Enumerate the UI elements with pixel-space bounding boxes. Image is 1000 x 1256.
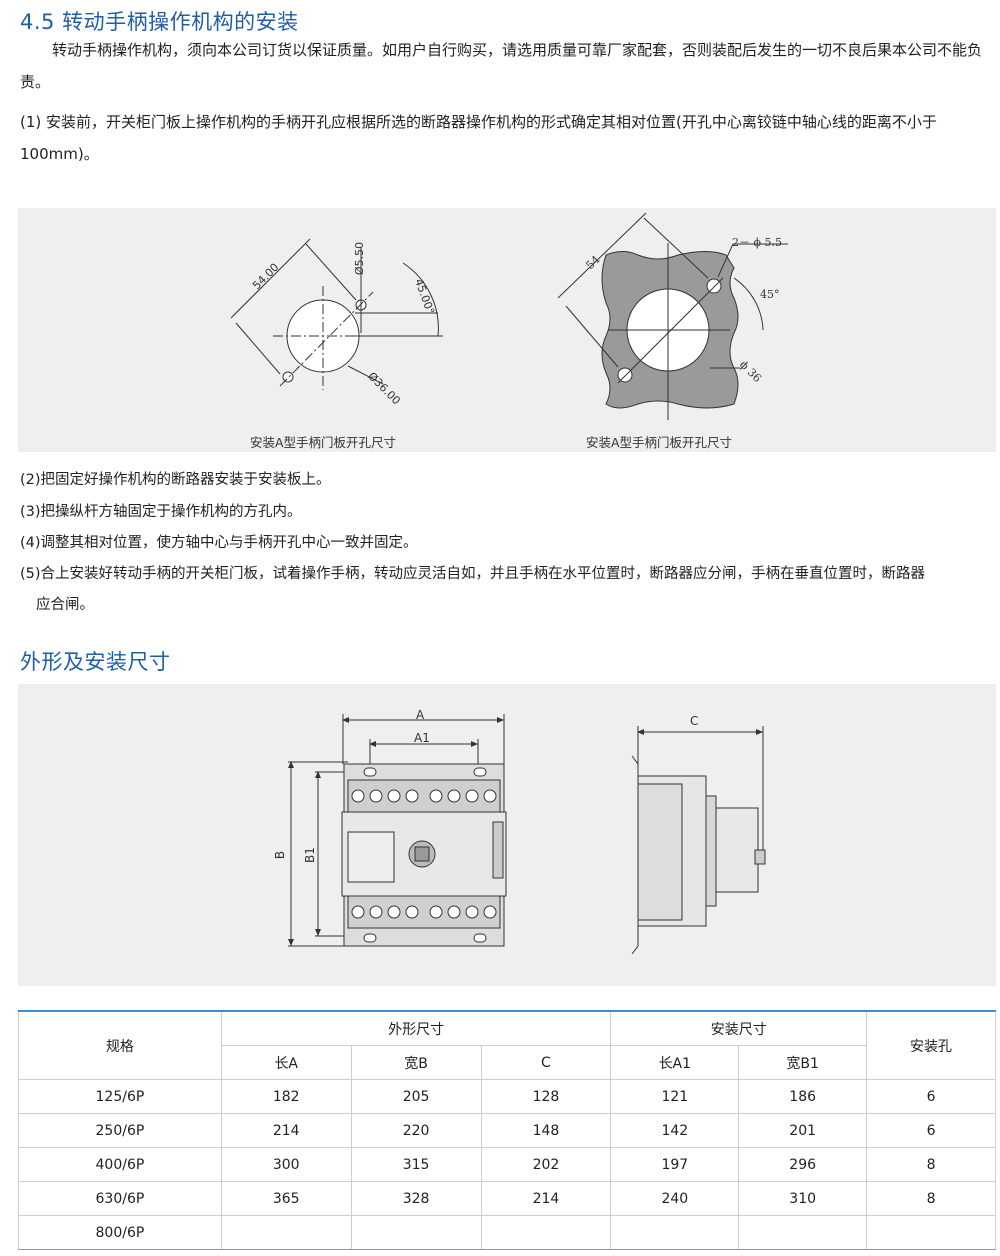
table-cell: 315 xyxy=(350,1147,482,1182)
table-cell: 214 xyxy=(220,1113,352,1148)
step-3: (3)把操纵杆方轴固定于操作机构的方孔内。 xyxy=(20,504,302,520)
table-cell: 201 xyxy=(738,1113,868,1148)
table-cell: 128 xyxy=(480,1079,612,1114)
subheader-length-a1: 长A1 xyxy=(610,1045,740,1080)
right-cutout-drawing xyxy=(557,212,788,420)
step-5: (5)合上安装好转动手柄的开关柜门板，试着操作手柄，转动应灵活自如，并且手柄在水… xyxy=(20,566,926,582)
side-view xyxy=(631,726,766,955)
step-2: (2)把固定好操作机构的断路器安装于安装板上。 xyxy=(20,472,331,488)
header-holes: 安装孔 xyxy=(866,1010,996,1080)
subheader-width-b1: 宽B1 xyxy=(738,1045,868,1080)
step-5-continued: 应合闸。 xyxy=(36,597,94,613)
table-cell: 220 xyxy=(350,1113,482,1148)
subheader-length-a: 长A xyxy=(220,1045,352,1080)
dim-label-a1: A1 xyxy=(414,731,430,745)
table-cell: 296 xyxy=(738,1147,868,1182)
dim-label-c: C xyxy=(690,714,699,728)
table-cell: 328 xyxy=(350,1181,482,1216)
header-mount-dims: 安装尺寸 xyxy=(610,1010,868,1046)
table-cell xyxy=(480,1215,612,1250)
door-cutout-drawings xyxy=(230,212,788,420)
right-dim-angle: 45° xyxy=(760,288,780,301)
header-spec: 规格 xyxy=(18,1010,222,1080)
table-cell: 310 xyxy=(738,1181,868,1216)
table-cell: 197 xyxy=(610,1147,740,1182)
dim-label-b1: B1 xyxy=(302,847,317,863)
left-cutout-drawing xyxy=(230,238,443,390)
table-cell: 142 xyxy=(610,1113,740,1148)
outline-figure: A A1 B B1 C xyxy=(18,684,996,986)
dim-label-b: B xyxy=(273,850,288,860)
dim-label-a: A xyxy=(416,708,425,722)
table-cell: 6 xyxy=(866,1113,996,1148)
table-cell xyxy=(350,1215,482,1250)
left-dim-hole: Ø5.50 xyxy=(353,241,367,276)
section2-title: 外形及安装尺寸 xyxy=(20,650,171,674)
table-cell: 6 xyxy=(866,1079,996,1114)
header-outer-dims: 外形尺寸 xyxy=(220,1010,612,1046)
table-cell: 630/6P xyxy=(18,1181,222,1216)
table-cell: 202 xyxy=(480,1147,612,1182)
intro-paragraph: 转动手柄操作机构，须向本公司订货以保证质量。如用户自行购买，请选用质量可靠厂家配… xyxy=(20,41,983,91)
left-caption: 安装A型手柄门板开孔尺寸 xyxy=(250,435,397,450)
table-cell xyxy=(866,1215,996,1250)
table-cell: 400/6P xyxy=(18,1147,222,1182)
table-cell: 250/6P xyxy=(18,1113,222,1148)
table-cell xyxy=(738,1215,868,1250)
table-cell: 121 xyxy=(610,1079,740,1114)
front-view xyxy=(341,763,507,947)
outline-drawings xyxy=(288,714,766,955)
step-4: (4)调整其相对位置，使方轴中心与手柄开孔中心一致并固定。 xyxy=(20,535,418,551)
table-cell: 8 xyxy=(866,1181,996,1216)
table-cell: 365 xyxy=(220,1181,352,1216)
table-cell: 125/6P xyxy=(18,1079,222,1114)
table-cell: 300 xyxy=(220,1147,352,1182)
subheader-c: C xyxy=(480,1045,612,1080)
subheader-width-b: 宽B xyxy=(350,1045,482,1080)
table-cell: 148 xyxy=(480,1113,612,1148)
door-cutout-figure: 54.00 Ø5.50 45.00° Ø36.00 安装A型手柄门板开孔尺寸 5… xyxy=(18,208,996,452)
table-cell: 182 xyxy=(220,1079,352,1114)
table-cell: 205 xyxy=(350,1079,482,1114)
table-cell: 800/6P xyxy=(18,1215,222,1250)
table-row: 800/6P xyxy=(18,1215,996,1250)
right-caption: 安装A型手柄门板开孔尺寸 xyxy=(586,435,733,450)
table-cell: 8 xyxy=(866,1147,996,1182)
step-1-paragraph: (1) 安装前，开关柜门板上操作机构的手柄开孔应根据所选的断路器操作机构的形式确… xyxy=(20,113,937,163)
table-cell: 240 xyxy=(610,1181,740,1216)
table-cell: 214 xyxy=(480,1181,612,1216)
table-cell xyxy=(220,1215,352,1250)
table-cell: 186 xyxy=(738,1079,868,1114)
table-cell xyxy=(610,1215,740,1250)
right-dim-hole: 2－ ϕ 5.5 xyxy=(732,236,782,249)
section-title: 4.5 转动手柄操作机构的安装 xyxy=(20,10,299,34)
